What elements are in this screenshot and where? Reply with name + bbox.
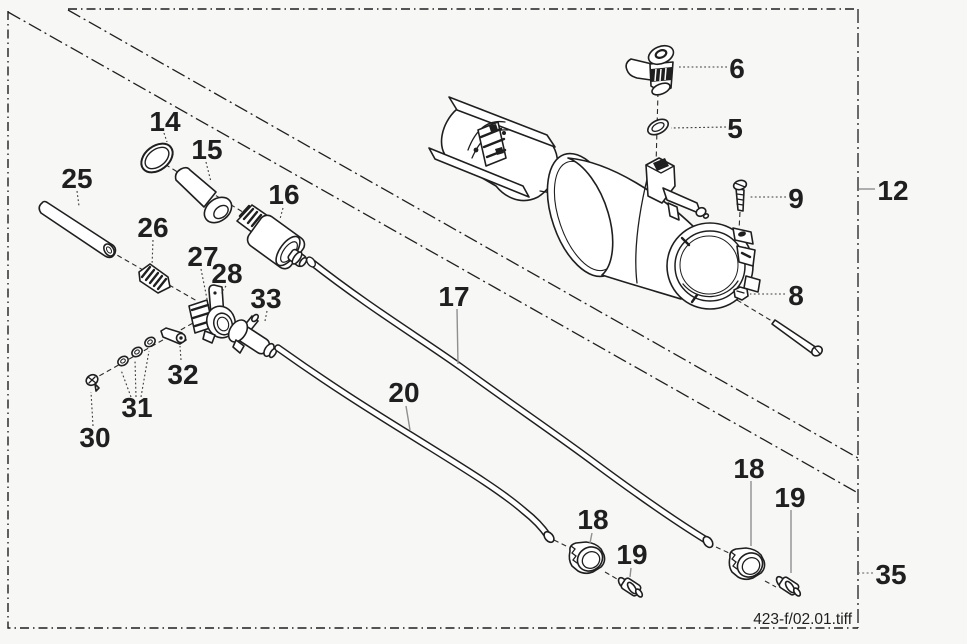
callout-18-right: 18 [733, 453, 764, 484]
o-ring [140, 142, 174, 174]
figure-filename-caption: 423-f/02.01.tiff [753, 611, 853, 628]
callout-18-left: 18 [577, 504, 608, 535]
washer-set [117, 336, 156, 367]
callout-30: 30 [79, 422, 110, 453]
bushing [174, 166, 233, 224]
callout-12: 12 [877, 175, 908, 206]
tank-screw [732, 179, 748, 212]
callout-26: 26 [137, 212, 168, 243]
group-12-diagonal [67, 9, 859, 459]
callout-17: 17 [438, 281, 469, 312]
fuel-pipe [38, 200, 117, 259]
fuel-filter [236, 204, 308, 270]
callout-35: 35 [875, 559, 906, 590]
threaded-fitting [138, 263, 171, 294]
lever-link [160, 327, 187, 345]
clamp-part [467, 120, 509, 167]
hose-nut-right [728, 547, 769, 583]
fuel-tank [546, 152, 761, 310]
callout-14: 14 [149, 106, 181, 137]
callout-labels: 6 5 9 8 12 14 15 16 25 26 27 28 33 32 31… [61, 53, 908, 590]
tank-housing-shell [428, 96, 559, 202]
fuel-hose-short [274, 344, 555, 544]
long-bolt [771, 319, 823, 357]
callout-5: 5 [727, 113, 743, 144]
primer-valve-body [188, 284, 237, 344]
hose-nut-left [568, 541, 609, 577]
tank-bracket-arm [662, 187, 710, 221]
callout-27: 27 [187, 241, 218, 272]
callout-20: 20 [388, 377, 419, 408]
callout-6: 6 [729, 53, 745, 84]
fuel-hose-long [306, 256, 714, 549]
hose-nipple-right [773, 574, 803, 598]
callout-15: 15 [191, 134, 222, 165]
callout-33: 33 [250, 283, 281, 314]
group-35-diagonal [7, 11, 859, 494]
callout-32: 32 [167, 359, 198, 390]
callout-19-right: 19 [774, 482, 805, 513]
callout-16: 16 [268, 179, 299, 210]
hose-nipple-left [615, 575, 645, 599]
drawing-border [7, 8, 858, 629]
callout-19-left: 19 [616, 539, 647, 570]
tank-nut [733, 286, 749, 301]
callout-8: 8 [788, 280, 804, 311]
assembly-axis-lines [91, 91, 791, 588]
fuel-cap [625, 44, 675, 96]
cap-washer [647, 118, 669, 136]
callout-28: 28 [211, 258, 242, 289]
small-screw [85, 373, 100, 392]
callout-25: 25 [61, 163, 92, 194]
clamp-boss [732, 227, 761, 293]
group-boundary-lines [7, 9, 859, 628]
callout-9: 9 [788, 183, 804, 214]
leader-lines [76, 66, 875, 578]
callout-31: 31 [121, 392, 152, 423]
